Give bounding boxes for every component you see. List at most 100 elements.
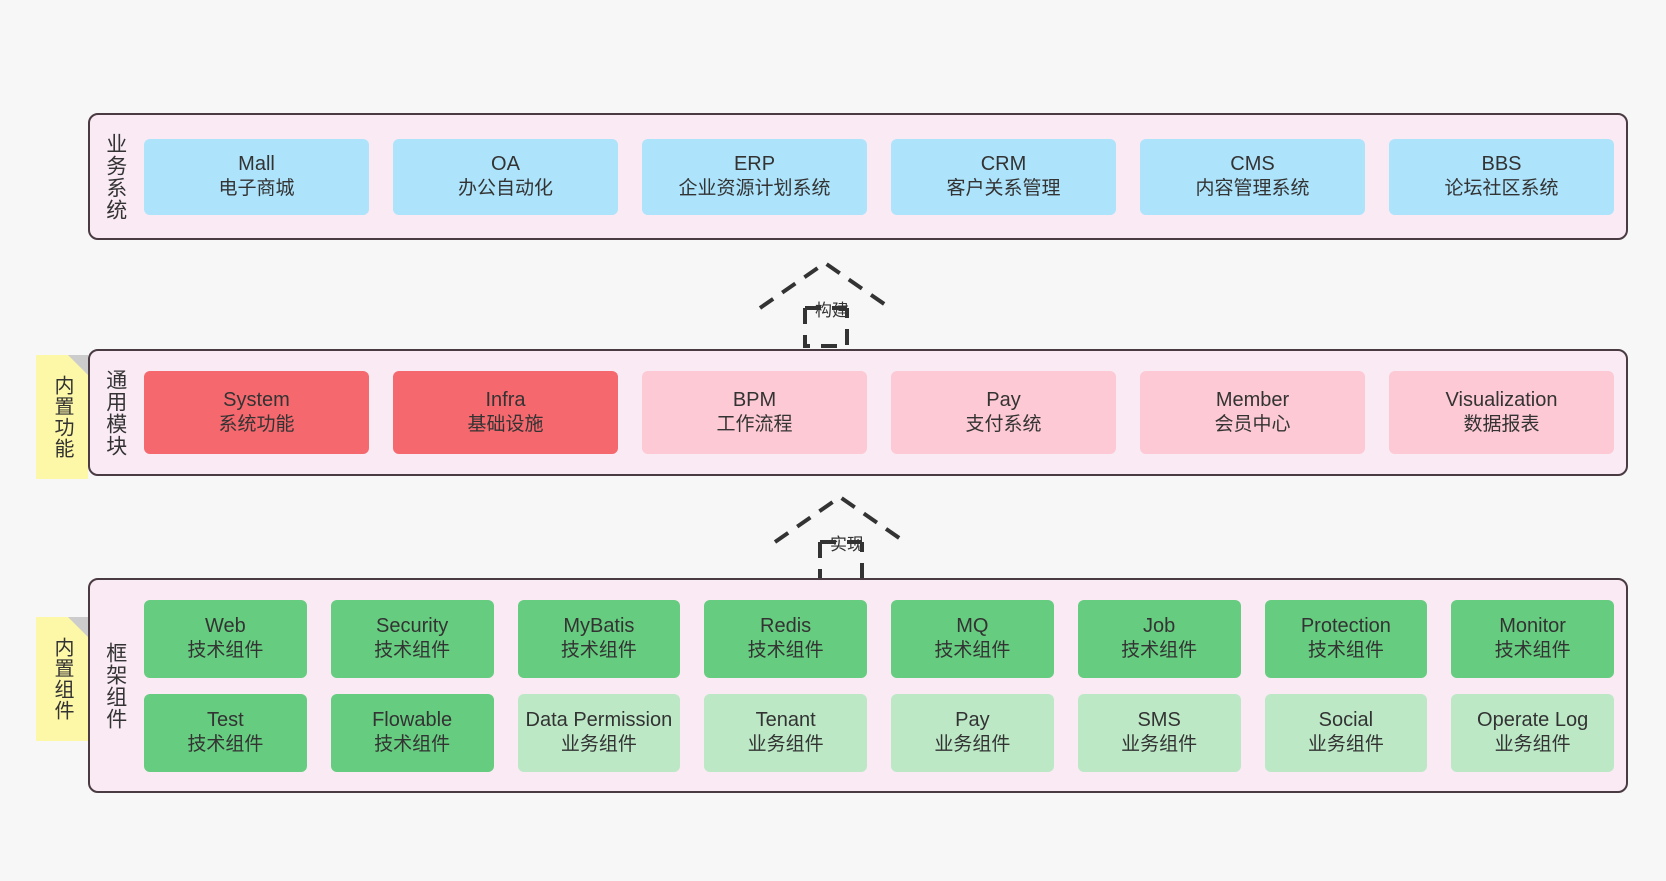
card-bbs[interactable]: BBS 论坛社区系统 xyxy=(1389,138,1614,215)
card-job[interactable]: Job 技术组件 xyxy=(1077,599,1241,678)
card-subtitle: 技术组件 xyxy=(374,640,451,662)
card-title: Monitor xyxy=(1499,614,1566,637)
card-mall[interactable]: Mall 电子商城 xyxy=(144,138,369,215)
card-title: Visualization xyxy=(1445,388,1558,411)
layer-common-module: 通用模块 System 系统功能 Infra 基础设施 BPM 工作流程 xyxy=(88,349,1628,476)
card-title: MyBatis xyxy=(563,614,635,637)
card-web[interactable]: Web 技术组件 xyxy=(144,599,307,678)
card-row: Test 技术组件 Flowable 技术组件 Data Permission … xyxy=(144,693,1614,772)
card-title: Operate Log xyxy=(1477,708,1589,731)
card-title: Pay xyxy=(986,388,1021,411)
connector-build-label: 构建 xyxy=(815,301,849,320)
card-operate-log[interactable]: Operate Log 业务组件 xyxy=(1451,693,1614,772)
card-subtitle: 会员中心 xyxy=(1214,414,1291,436)
layer-body-business-system: Mall 电子商城 OA 办公自动化 ERP 企业资源计划系统 CRM 客户关系… xyxy=(140,115,1626,238)
card-subtitle: 技术组件 xyxy=(374,734,451,756)
card-erp[interactable]: ERP 企业资源计划系统 xyxy=(642,138,867,215)
card-monitor[interactable]: Monitor 技术组件 xyxy=(1451,599,1614,678)
side-note-label: 内置功能 xyxy=(51,375,73,459)
card-title: Test xyxy=(207,708,244,731)
card-title: Security xyxy=(376,614,449,637)
card-title: CMS xyxy=(1230,152,1275,175)
card-pay-business[interactable]: Pay 业务组件 xyxy=(891,693,1054,772)
card-title: Member xyxy=(1215,388,1290,411)
card-social[interactable]: Social 业务组件 xyxy=(1264,693,1428,772)
layer-title-framework-component: 框架组件 xyxy=(103,641,127,730)
card-data-permission[interactable]: Data Permission 业务组件 xyxy=(517,693,681,772)
card-infra[interactable]: Infra 基础设施 xyxy=(393,371,618,454)
card-subtitle: 论坛社区系统 xyxy=(1444,178,1559,200)
card-title: MQ xyxy=(956,614,989,637)
card-title: Pay xyxy=(955,708,990,731)
card-row: Web 技术组件 Security 技术组件 MyBatis 技术组件 Redi… xyxy=(144,599,1614,678)
card-protection[interactable]: Protection 技术组件 xyxy=(1264,599,1428,678)
card-mybatis[interactable]: MyBatis 技术组件 xyxy=(517,599,681,678)
card-subtitle: 数据报表 xyxy=(1463,414,1540,436)
card-oa[interactable]: OA 办公自动化 xyxy=(393,138,618,215)
card-title: BBS xyxy=(1481,152,1522,175)
note-fold-icon xyxy=(68,617,88,637)
card-title: System xyxy=(223,388,290,411)
card-subtitle: 客户关系管理 xyxy=(946,178,1061,200)
card-title: Redis xyxy=(760,614,812,637)
card-cms[interactable]: CMS 内容管理系统 xyxy=(1140,138,1365,215)
card-title: Tenant xyxy=(755,708,816,731)
card-title: Social xyxy=(1318,708,1374,731)
card-flowable[interactable]: Flowable 技术组件 xyxy=(330,693,494,772)
card-subtitle: 业务组件 xyxy=(1494,734,1571,756)
layer-title-common-module: 通用模块 xyxy=(103,368,127,457)
card-subtitle: 技术组件 xyxy=(1121,640,1198,662)
note-fold-icon xyxy=(68,355,88,375)
card-title: SMS xyxy=(1137,708,1181,731)
side-note-builtin-component: 内置组件 xyxy=(36,617,88,741)
card-subtitle: 技术组件 xyxy=(187,734,264,756)
card-title: Data Permission xyxy=(525,708,673,731)
card-mq[interactable]: MQ 技术组件 xyxy=(891,599,1054,678)
card-title: Job xyxy=(1143,614,1176,637)
card-title: Infra xyxy=(485,388,526,411)
connector-build: 构建 xyxy=(755,258,915,348)
side-note-builtin-function: 内置功能 xyxy=(36,355,88,479)
card-tenant[interactable]: Tenant 业务组件 xyxy=(704,693,867,772)
card-subtitle: 业务组件 xyxy=(934,734,1011,756)
card-subtitle: 工作流程 xyxy=(716,414,793,436)
card-sms[interactable]: SMS 业务组件 xyxy=(1077,693,1241,772)
card-subtitle: 基础设施 xyxy=(467,414,544,436)
card-subtitle: 技术组件 xyxy=(1307,640,1384,662)
card-subtitle: 企业资源计划系统 xyxy=(678,178,831,200)
card-redis[interactable]: Redis 技术组件 xyxy=(704,599,867,678)
card-subtitle: 技术组件 xyxy=(747,640,824,662)
card-title: Mall xyxy=(238,152,275,175)
layer-framework-component: 框架组件 Web 技术组件 Security 技术组件 MyBatis 技术组件 xyxy=(88,578,1628,793)
layer-body-framework-component: Web 技术组件 Security 技术组件 MyBatis 技术组件 Redi… xyxy=(140,580,1626,791)
card-visualization[interactable]: Visualization 数据报表 xyxy=(1389,371,1614,454)
card-system[interactable]: System 系统功能 xyxy=(144,371,369,454)
layer-body-common-module: System 系统功能 Infra 基础设施 BPM 工作流程 Pay 支付系统 xyxy=(140,351,1626,474)
card-subtitle: 支付系统 xyxy=(965,414,1042,436)
card-title: CRM xyxy=(980,152,1027,175)
card-subtitle: 技术组件 xyxy=(187,640,264,662)
card-subtitle: 内容管理系统 xyxy=(1195,178,1310,200)
card-subtitle: 办公自动化 xyxy=(457,178,553,200)
card-subtitle: 业务组件 xyxy=(560,734,637,756)
card-pay[interactable]: Pay 支付系统 xyxy=(891,371,1116,454)
card-security[interactable]: Security 技术组件 xyxy=(330,599,494,678)
card-subtitle: 业务组件 xyxy=(747,734,824,756)
card-crm[interactable]: CRM 客户关系管理 xyxy=(891,138,1116,215)
card-bpm[interactable]: BPM 工作流程 xyxy=(642,371,867,454)
card-subtitle: 技术组件 xyxy=(1494,640,1571,662)
card-subtitle: 技术组件 xyxy=(560,640,637,662)
card-subtitle: 技术组件 xyxy=(934,640,1011,662)
card-subtitle: 业务组件 xyxy=(1121,734,1198,756)
card-title: Web xyxy=(204,614,246,637)
card-title: Protection xyxy=(1300,614,1391,637)
card-subtitle: 系统功能 xyxy=(218,414,295,436)
card-member[interactable]: Member 会员中心 xyxy=(1140,371,1365,454)
card-test[interactable]: Test 技术组件 xyxy=(144,693,307,772)
card-title: BPM xyxy=(732,388,777,411)
connector-implement-label: 实现 xyxy=(830,535,864,554)
layer-business-system: 业务系统 Mall 电子商城 OA 办公自动化 ERP 企业资源计划系统 xyxy=(88,113,1628,240)
card-title: OA xyxy=(491,152,520,175)
card-title: Flowable xyxy=(372,708,453,731)
